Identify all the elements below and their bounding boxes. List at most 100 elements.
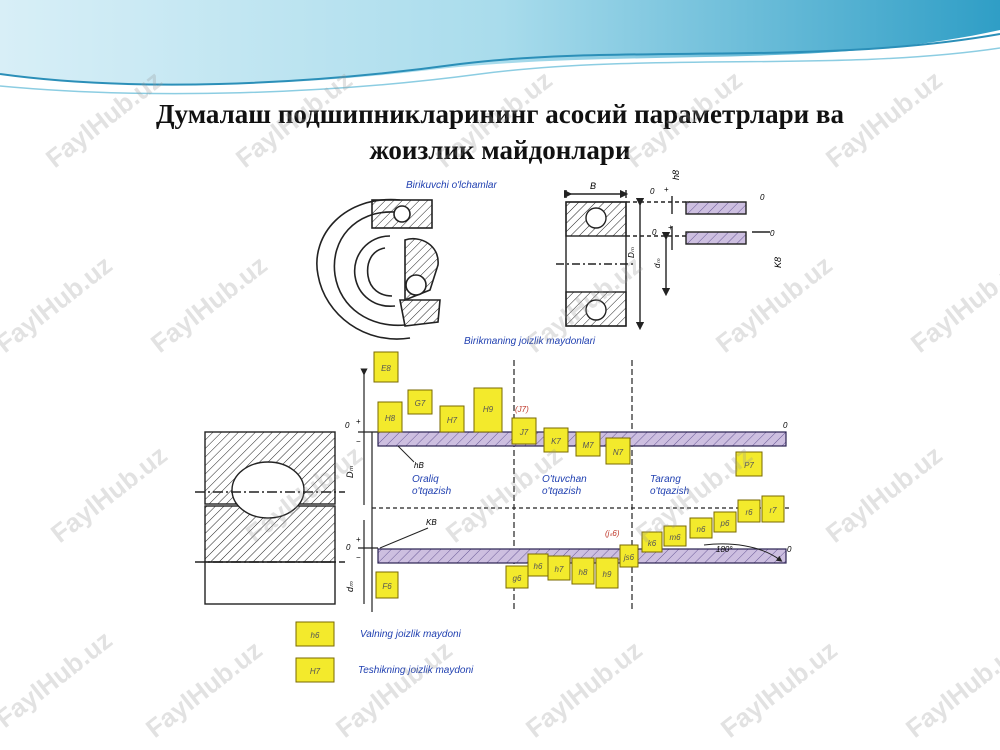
legend-shaft-item: h6 Valning joizlik maydoni [295,621,462,647]
field-h8: h8 [571,557,595,585]
dm-inner-label: dₘ [653,259,662,268]
field-N7-label: N7 [613,448,624,457]
field-N7: N7 [605,437,631,465]
bearing-cutaway-sketch [316,198,441,340]
main-dm-label: dₘ [345,581,355,592]
field-K7-label: K7 [551,437,561,446]
angle-label: 180° [716,545,733,554]
zero-top-3: 0 [652,228,657,237]
page-title: Думалаш подшипникларининг асосий парамет… [0,96,1000,168]
minus-shaft: − [356,553,361,562]
field-P7-label: P7 [744,461,754,470]
legend-hole-sample: H7 [310,667,321,676]
field-n6: n6 [689,517,713,539]
dimension-k8-label: K8 [773,257,783,268]
field-g6-label: g6 [513,574,522,583]
field-h9-label: h9 [603,570,612,579]
zero-top-4: 0 [770,229,775,238]
title-line-1: Думалаш подшипникларининг асосий парамет… [155,99,845,129]
field-M7: M7 [575,431,601,457]
zero-top-1: 0 [650,187,655,196]
field-p6: p6 [713,511,737,533]
zero-top-2: 0 [760,193,765,202]
field-r7: r7 [761,495,785,523]
field-r6-label: r6 [745,508,753,517]
dimension-b-label: B [590,181,596,191]
hb-label: hB [414,461,424,470]
field-js6: js6 [619,544,639,568]
field-g6: g6 [505,565,529,589]
js7-label: (J7) [515,405,529,414]
title-line-2: жоизлик майдонлари [369,135,631,165]
field-J7-label: J7 [519,428,529,437]
legend-shaft-sample: h6 [311,631,320,640]
field-k6-label: k6 [648,539,657,548]
dimension-h8-label: h8 [671,170,681,180]
field-h7-label: h7 [555,565,564,574]
plus-top-1: + [664,185,669,194]
field-h6: h6 [527,553,549,577]
field-F6: F6 [375,571,399,599]
zone-interference-1: Tarang [650,474,681,485]
kb-leader [379,527,429,549]
zone-transition-1: O'tuvchan [542,474,587,485]
legend-hole-item: H7 Teshikning joizlik maydoni [295,657,474,683]
shaft-zero-left: 0 [346,543,351,552]
header-wave [0,0,1000,95]
plus-shaft: + [356,535,361,544]
hb-leader [397,445,415,463]
main-Dm-label: Dₘ [345,466,355,478]
field-K7: K7 [543,427,569,453]
kb-label: KB [426,518,437,527]
field-r7-label: r7 [769,506,777,515]
legend: h6 Valning joizlik maydoni H7 Teshikning… [295,621,474,683]
field-r6: r6 [737,499,761,523]
field-H8-label: H8 [385,414,396,423]
js6-label: (jₛ6) [605,529,620,538]
rotation-arrow [703,543,783,562]
field-h8-label: h8 [579,568,588,577]
field-k6: k6 [641,531,663,553]
zone-transition-2: o'tqazish [542,486,582,497]
bearing-main-section [195,431,345,605]
field-G7-label: G7 [415,399,426,408]
dm-outer-label: Dₘ [627,247,636,258]
hole-zero-left: 0 [345,421,350,430]
shaft-zero-right: 0 [787,545,792,554]
field-E8: E8 [373,351,399,383]
hole-zero-right: 0 [783,421,788,430]
field-H9-label: H9 [483,405,494,414]
zone-clearance-1: Oraliq [412,474,439,485]
legend-hole-text: Teshikning joizlik maydoni [358,665,474,676]
plus-top-2: + [668,223,673,232]
field-h6-label: h6 [534,562,543,571]
legend-shaft-text: Valning joizlik maydoni [360,629,462,640]
field-m6-label: m6 [669,533,681,542]
field-E8-label: E8 [381,364,391,373]
field-H8: H8 [377,401,403,433]
zone-clearance-2: o'tqazish [412,486,452,497]
field-h7: h7 [547,555,571,581]
field-H9: H9 [473,387,503,433]
field-P7: P7 [735,451,763,477]
zone-interference-2: o'tqazish [650,486,690,497]
field-J7: J7 [511,417,537,445]
diagram-axes [358,360,790,612]
hole-tolerance-fields: E8 H8 G7 H7 H9 J7 K7 M7 N7 P7 [373,351,763,477]
field-H7: H7 [439,405,465,433]
field-m6: m6 [663,525,687,547]
bearing-cross-section [556,189,770,331]
field-p6-label: p6 [720,519,730,528]
field-G7: G7 [407,389,433,415]
field-H7-label: H7 [447,416,458,425]
minus-hole: − [356,437,361,446]
shaft-tolerance-fields: F6 g6 h6 h7 h8 h9 js6 k6 m6 n6 p6 r6 r7 [375,495,785,599]
field-F6-label: F6 [382,582,392,591]
plus-hole: + [356,417,361,426]
field-h9: h9 [595,557,619,589]
field-js6-label: js6 [623,553,635,562]
middle-caption: Birikmaning joizlik maydonlari [464,336,596,347]
field-M7-label: M7 [582,441,594,450]
field-n6-label: n6 [697,525,706,534]
